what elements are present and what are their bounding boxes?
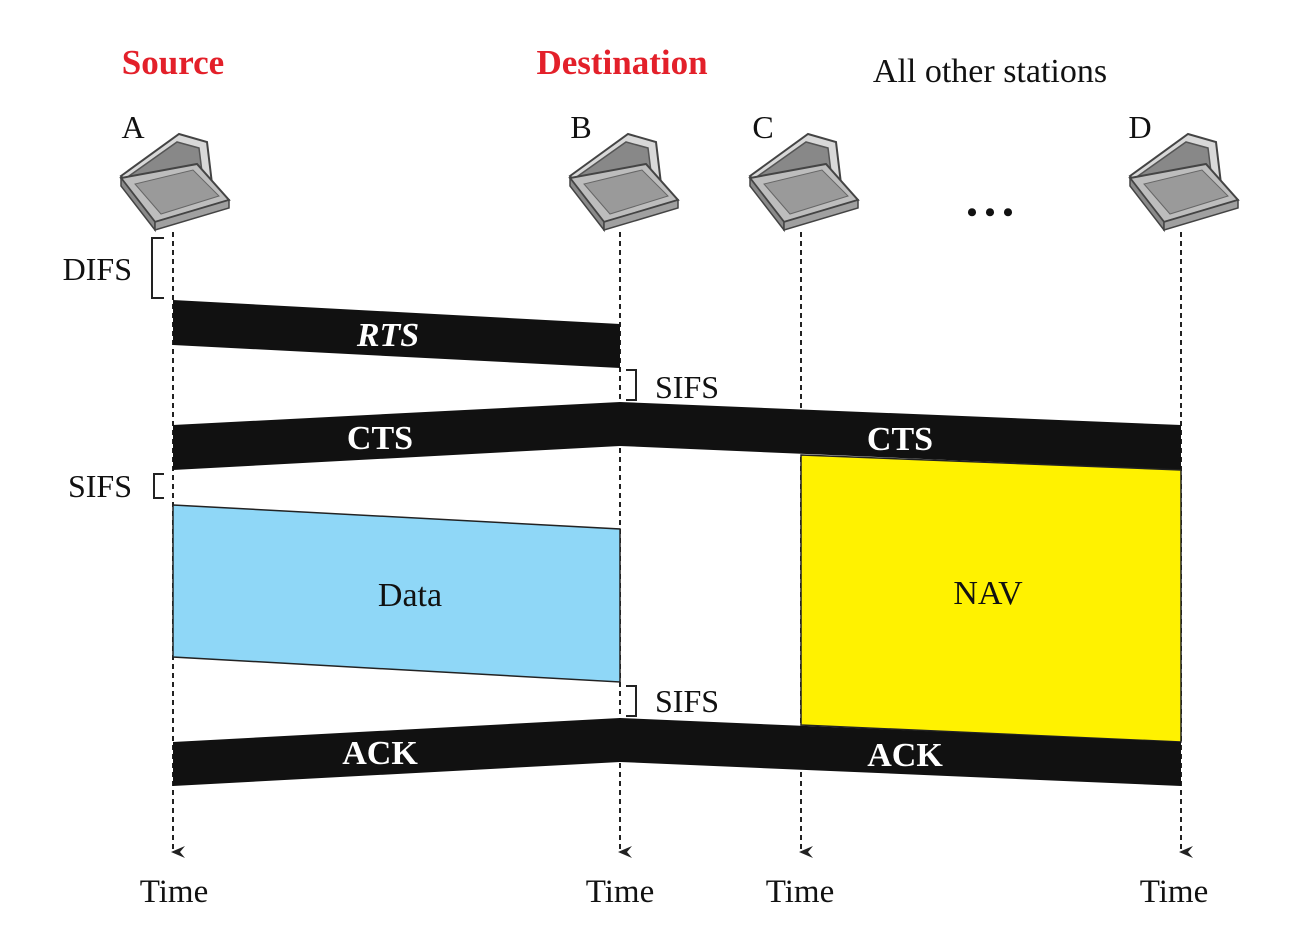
time-label-b: Time <box>586 874 654 910</box>
laptop-icon <box>120 133 230 231</box>
station-b-label: B <box>570 109 591 145</box>
cts-frame-left <box>173 402 620 470</box>
ack-frame-left <box>173 718 620 786</box>
cts-label-left: CTS <box>347 420 413 457</box>
ack-label-left: ACK <box>342 735 418 772</box>
laptop-icon <box>749 133 859 231</box>
other-stations-header: All other stations <box>873 53 1107 90</box>
cts-label-right: CTS <box>867 421 933 458</box>
difs-bracket <box>151 237 164 299</box>
more-stations-ellipsis: • • • <box>967 196 1014 229</box>
data-label: Data <box>378 577 442 614</box>
sifs-bracket-1 <box>626 369 637 401</box>
ack-label-right: ACK <box>867 737 943 774</box>
station-a-label: A <box>121 109 144 145</box>
station-c-label: C <box>752 109 773 145</box>
laptop-icon <box>569 133 679 231</box>
nav-label: NAV <box>953 575 1023 612</box>
rts-label: RTS <box>356 317 419 354</box>
time-label-d: Time <box>1140 874 1208 910</box>
sifs-bracket-2 <box>153 473 164 499</box>
sifs-label-1: SIFS <box>655 369 719 405</box>
destination-header: Destination <box>536 43 707 82</box>
source-header: Source <box>122 43 224 82</box>
sifs-label-3: SIFS <box>655 683 719 719</box>
time-label-a: Time <box>140 874 208 910</box>
laptop-icon <box>1129 133 1239 231</box>
ack-frame-right <box>620 718 1181 786</box>
data-frame <box>172 504 621 683</box>
sifs-label-2: SIFS <box>68 468 132 504</box>
difs-label: DIFS <box>63 251 132 287</box>
cts-frame-right <box>620 402 1181 470</box>
sifs-bracket-3 <box>626 685 637 717</box>
rts-frame <box>173 300 620 368</box>
station-d-label: D <box>1128 109 1151 145</box>
time-label-c: Time <box>766 874 834 910</box>
